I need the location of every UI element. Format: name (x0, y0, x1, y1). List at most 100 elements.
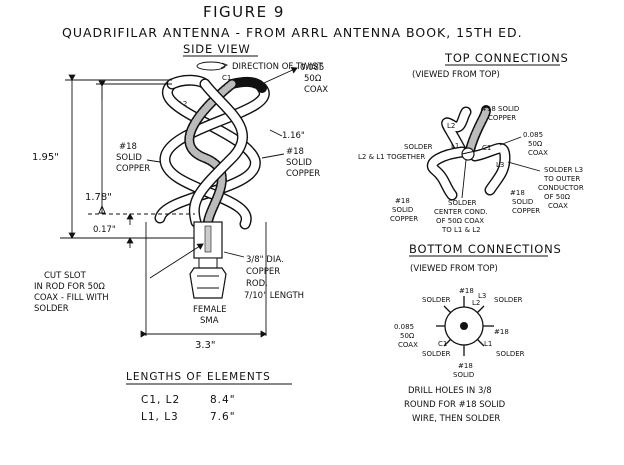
label-c1: C1 (222, 74, 231, 82)
bottom-conn-heading: BOTTOM CONNECTIONS (409, 242, 562, 256)
height-dimensions (60, 74, 195, 248)
length-row-2-value: 7.6" (210, 411, 236, 423)
top-solder-left-1: SOLDER (404, 143, 433, 151)
dim-width-label: 3.3" (195, 340, 216, 351)
top-center-3: OF 50Ω COAX (436, 217, 484, 225)
bottom-conn-sub: (VIEWED FROM TOP) (410, 264, 498, 274)
wire-left-3: COPPER (116, 164, 150, 174)
bottom-note-3: WIRE, THEN SOLDER (412, 414, 500, 424)
bottom-connections: BOTTOM CONNECTIONS (VIEWED FROM TOP) SOL… (394, 242, 562, 424)
bottom-label-l2: L2 (472, 299, 480, 307)
top-solder-right-1: SOLDER L3 (544, 166, 583, 174)
bottom-wire-stubs (436, 296, 494, 356)
top-coax-3: COAX (528, 149, 548, 157)
bottom-coax-2: 50Ω (400, 332, 415, 340)
top-wire-bl-1: #18 (395, 197, 410, 205)
page-title: QUADRIFILAR ANTENNA - FROM ARRL ANTENNA … (62, 25, 523, 40)
top-wire-bl-3: COPPER (390, 215, 418, 223)
side-view: SIDE VIEW DIRECTION OF TWIST L1 C1 L2 L3 (32, 42, 328, 351)
bottom-wire-right: #18 (494, 328, 509, 336)
coax-pointer (252, 66, 298, 89)
wire-left-2: SOLID (116, 153, 142, 163)
rod-label-1: 3/8" DIA. (246, 255, 284, 265)
length-row-1-name: C1, L2 (141, 394, 180, 406)
top-coax-2: 50Ω (528, 140, 543, 148)
direction-label: DIRECTION OF TWIST (232, 62, 323, 72)
top-wire-br-1: #18 (510, 189, 525, 197)
side-view-heading: SIDE VIEW (183, 42, 251, 56)
length-row-1-value: 8.4" (210, 394, 236, 406)
rod-pointer (223, 251, 245, 258)
top-label-l3: L3 (496, 161, 504, 169)
top-center-1: SOLDER (448, 199, 477, 207)
helix-elements (154, 74, 270, 230)
bottom-solder-tl: SOLDER (422, 296, 451, 304)
wire-left-pointer (146, 159, 161, 163)
twist-arrow-icon (196, 61, 229, 71)
dim-outer-label: 1.95" (32, 152, 59, 163)
bottom-coax-1: 0.085 (394, 323, 414, 331)
width-top-pointer (269, 129, 283, 137)
bottom-center-dot (460, 322, 468, 330)
figure-label: FIGURE 9 (203, 3, 285, 21)
bottom-label-l1: L1 (484, 340, 492, 348)
slot-pointer (149, 243, 204, 279)
top-wire-2: COPPER (488, 114, 516, 122)
top-center-4: TO L1 & L2 (441, 226, 481, 234)
wire-left-1: #18 (119, 142, 137, 152)
width-top-label: 1.16" (282, 131, 305, 141)
bottom-solder-tr: SOLDER (494, 296, 523, 304)
bottom-solder-br: SOLDER (496, 350, 525, 358)
dim-inner-label: 1.78" (85, 192, 112, 203)
rod-label-3: ROD. (246, 279, 268, 289)
coax-label-3: COAX (304, 85, 328, 95)
rod-label-4: 7/10" LENGTH (244, 291, 304, 301)
wire-right-1: #18 (286, 147, 304, 157)
slot-label-4: SOLDER (34, 304, 69, 314)
slot-label-2: IN ROD FOR 50Ω (34, 282, 105, 292)
bottom-solid-2: SOLID (453, 371, 474, 379)
rod-label-2: COPPER (246, 267, 280, 277)
slot-label-3: COAX - FILL WITH (34, 293, 109, 303)
top-label-c1: C1 (482, 144, 491, 152)
bottom-label-c1: C1 (438, 340, 447, 348)
top-solder-left-2: L2 & L1 TOGETHER (358, 153, 425, 161)
length-row-2-name: L1, L3 (141, 411, 179, 423)
top-wire-1: #18 SOLID (481, 105, 519, 113)
top-wire-br-2: SOLID (512, 198, 533, 206)
lengths-table: LENGTHS OF ELEMENTS C1, L2 8.4" L1, L3 7… (126, 371, 292, 423)
bottom-note-1: DRILL HOLES IN 3/8 (408, 386, 492, 396)
bottom-solid-1: #18 (458, 362, 473, 370)
bottom-wire-top: #18 (459, 287, 474, 295)
top-center-2: CENTER COND. (434, 208, 488, 216)
slot-label-1: CUT SLOT (44, 271, 87, 281)
top-solder-right-4: OF 50Ω (544, 193, 571, 201)
top-wire-br-3: COPPER (512, 207, 540, 215)
rod-slot (204, 225, 212, 253)
top-label-l1: L1 (451, 142, 459, 150)
top-solder-right-3: CONDUCTOR (538, 184, 584, 192)
bottom-note-2: ROUND FOR #18 SOLID (404, 400, 506, 410)
top-conn-heading: TOP CONNECTIONS (444, 51, 569, 65)
bottom-solder-bl: SOLDER (422, 350, 451, 358)
sma-label-2: SMA (200, 316, 219, 326)
wire-right-2: SOLID (286, 158, 312, 168)
top-coax-1: 0.085 (523, 131, 543, 139)
lengths-heading: LENGTHS OF ELEMENTS (126, 371, 271, 383)
coax-label-2: 50Ω (304, 74, 322, 84)
top-conn-sub: (VIEWED FROM TOP) (412, 70, 500, 80)
wire-right-pointer (261, 153, 285, 159)
top-connections: TOP CONNECTIONS (VIEWED FROM TOP) L2 L1 … (358, 51, 584, 234)
top-wire-bl-2: SOLID (392, 206, 413, 214)
top-solder-right-5: COAX (548, 202, 568, 210)
sma-label-1: FEMALE (193, 305, 227, 315)
coax-label-1: 0.085 (300, 63, 324, 73)
dim-bottom-label: 0.17" (93, 225, 116, 235)
top-solder-right-2: TO OUTER (543, 175, 580, 183)
sma-connector (189, 257, 227, 299)
top-label-l2: L2 (447, 122, 455, 130)
bottom-coax-3: COAX (398, 341, 418, 349)
wire-right-3: COPPER (286, 169, 320, 179)
bottom-label-l3: L3 (478, 292, 486, 300)
